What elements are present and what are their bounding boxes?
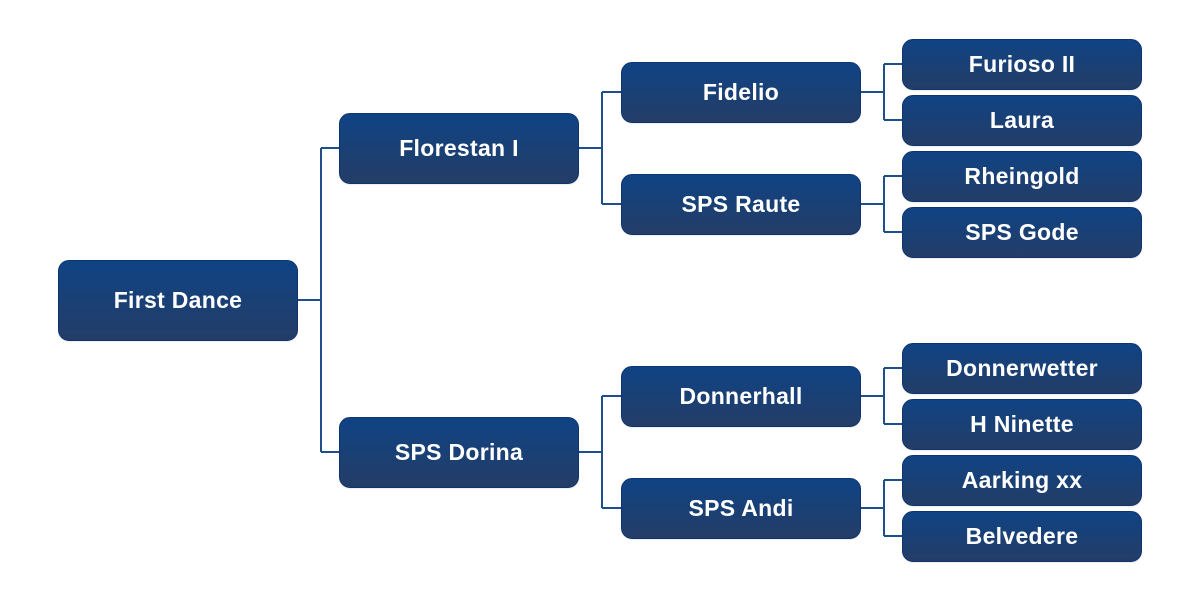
pedigree-node-sire-sire[interactable]: Fidelio xyxy=(621,62,861,123)
pedigree-node-dam-dam-dam[interactable]: Belvedere xyxy=(902,511,1142,562)
node-label: Laura xyxy=(989,107,1055,133)
node-label: Aarking xx xyxy=(961,467,1083,493)
node-label: SPS Andi xyxy=(688,495,794,521)
node-label: Furioso II xyxy=(968,51,1076,77)
pedigree-node-dam-sire-dam[interactable]: H Ninette xyxy=(902,399,1142,450)
pedigree-node-dam-sire-sire[interactable]: Donnerwetter xyxy=(902,343,1142,394)
connector-subject-parents xyxy=(298,147,340,453)
node-label: Belvedere xyxy=(965,523,1079,549)
connector-sps-raute-parents xyxy=(860,175,903,233)
pedigree-node-sire-dam-dam[interactable]: SPS Gode xyxy=(902,207,1142,258)
pedigree-node-sire-dam[interactable]: SPS Raute xyxy=(621,174,861,235)
node-label: SPS Raute xyxy=(681,191,801,217)
node-label: H Ninette xyxy=(970,411,1074,437)
node-label: Florestan I xyxy=(399,135,519,161)
node-label: Fidelio xyxy=(702,79,780,105)
pedigree-node-dam-sire[interactable]: Donnerhall xyxy=(621,366,861,427)
pedigree-node-sire[interactable]: Florestan I xyxy=(339,113,579,184)
pedigree-node-dam-dam[interactable]: SPS Andi xyxy=(621,478,861,539)
pedigree-node-sire-sire-sire[interactable]: Furioso II xyxy=(902,39,1142,90)
pedigree-node-subject[interactable]: First Dance xyxy=(58,260,298,341)
node-label: First Dance xyxy=(113,287,243,313)
connector-sire-parents xyxy=(579,91,621,205)
node-label: Rheingold xyxy=(964,163,1080,189)
pedigree-node-sire-dam-sire[interactable]: Rheingold xyxy=(902,151,1142,202)
pedigree-node-sire-sire-dam[interactable]: Laura xyxy=(902,95,1142,146)
node-label: Donnerhall xyxy=(679,383,803,409)
connector-sps-andi-parents xyxy=(860,479,903,537)
connector-donnerhall-parents xyxy=(860,367,903,425)
node-label: Donnerwetter xyxy=(946,355,1098,381)
node-label: SPS Dorina xyxy=(394,439,524,465)
connector-fidelio-parents xyxy=(860,63,903,121)
connector-dam-parents xyxy=(579,395,621,509)
node-label: SPS Gode xyxy=(965,219,1079,245)
pedigree-node-dam[interactable]: SPS Dorina xyxy=(339,417,579,488)
pedigree-node-dam-dam-sire[interactable]: Aarking xx xyxy=(902,455,1142,506)
